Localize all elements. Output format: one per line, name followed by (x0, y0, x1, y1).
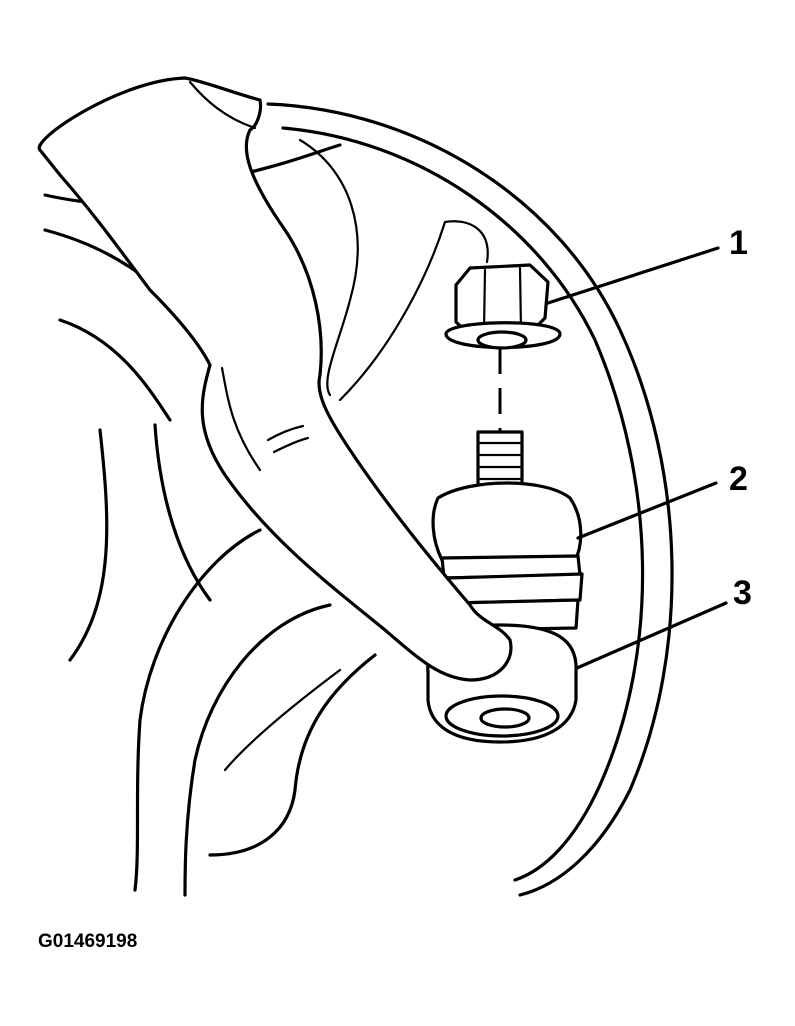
leader-line-3 (575, 601, 728, 670)
tie-rod-arm (37, 76, 513, 682)
nut-part-1 (444, 263, 562, 350)
callout-3-label: 3 (733, 574, 752, 612)
callout-1-label: 1 (729, 224, 748, 262)
callout-2-label: 2 (729, 460, 748, 498)
leader-line-1 (546, 246, 720, 305)
leader-line-2 (576, 481, 718, 540)
rotor-outline (266, 102, 674, 897)
leader-lines (546, 246, 728, 670)
figure-id: G01469198 (38, 931, 138, 952)
threaded-stud (476, 430, 524, 490)
